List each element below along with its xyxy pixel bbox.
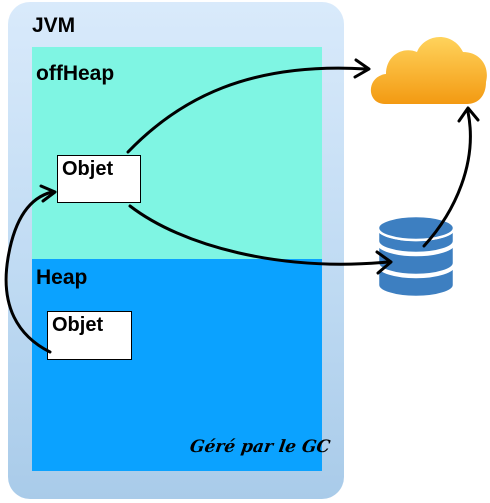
arrow-offheap-to-database: [128, 204, 390, 266]
arrowhead-cloud: [353, 58, 371, 79]
arrow-offheap-to-cloud: [126, 66, 368, 154]
arrow-heap-to-offheap: [4, 190, 54, 354]
database-icon: [376, 214, 456, 299]
cloud-icon: [370, 36, 487, 104]
arrow-database-to-cloud: [422, 110, 472, 248]
heap-object-box: Objet: [47, 311, 132, 360]
arrowhead-offheap-object: [39, 184, 57, 203]
arrowhead-database: [375, 250, 393, 275]
arrowhead-cloud-from-db: [457, 106, 480, 123]
heap-zone: [32, 259, 322, 471]
jvm-label: JVM: [32, 14, 76, 37]
offheap-label: offHeap: [36, 62, 115, 85]
offheap-zone: [32, 47, 322, 259]
heap-label: Heap: [36, 266, 88, 289]
offheap-object-box: Objet: [57, 155, 141, 203]
